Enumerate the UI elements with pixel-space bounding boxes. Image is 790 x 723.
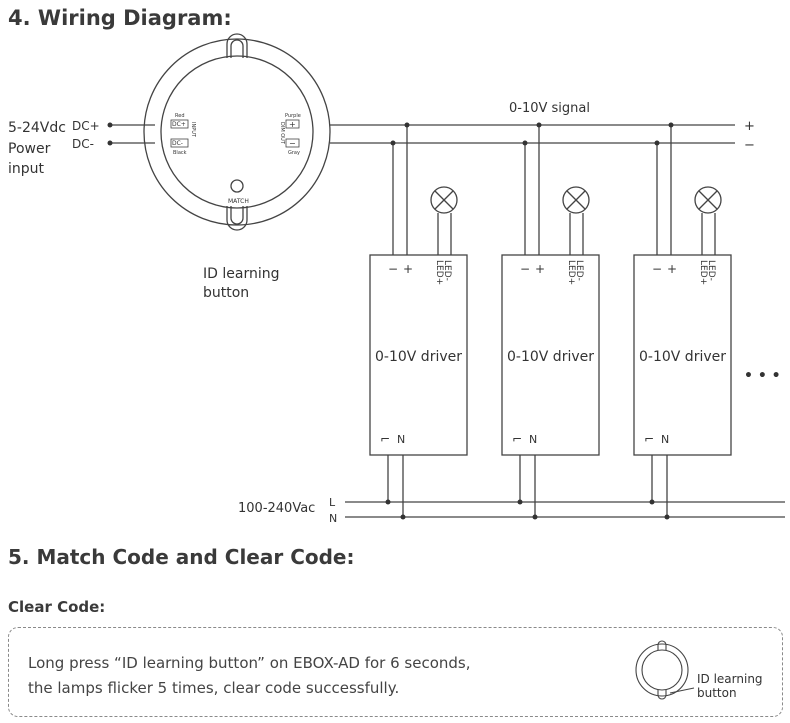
driver-1-label: 0-10V driver: [375, 349, 462, 365]
ctrl-dc-minus-label: DC-: [172, 140, 183, 147]
ctrl-minus-label: −: [289, 139, 296, 148]
controller-inner-ring: [160, 55, 314, 209]
driver-2-minus: −: [520, 262, 530, 276]
dc-minus-label: DC-: [72, 137, 94, 151]
driver-2-l-terminal: ⌐: [512, 432, 522, 446]
wire-red-label: Red: [175, 113, 185, 119]
driver-box-1: [369, 254, 468, 456]
driver-box-2: [501, 254, 600, 456]
driver-1-led-minus: LED-: [442, 260, 452, 281]
mains-n-label: N: [329, 512, 337, 525]
dim-out-label: DIM OUT: [279, 122, 285, 145]
driver-3-led-minus: LED-: [706, 260, 716, 281]
driver-3-n-terminal: N: [661, 433, 669, 446]
mains-voltage-label: 100-240Vac: [238, 501, 315, 516]
power-label-line1: Power: [8, 141, 51, 157]
driver-1-led-plus: LED+: [434, 260, 444, 285]
wire-purple-label: Purple: [285, 113, 301, 119]
driver-1-plus: +: [403, 262, 413, 276]
ctrl-dc-plus-label: DC+: [172, 121, 186, 128]
wiring-diagram-heading: 4. Wiring Diagram:: [8, 6, 232, 30]
power-label-line2: input: [8, 161, 45, 177]
driver-3-minus: −: [652, 262, 662, 276]
driver-3-led-plus: LED+: [698, 260, 708, 285]
driver-2-label: 0-10V driver: [507, 349, 594, 365]
controller-outer-ring: [143, 38, 331, 226]
input-label: INPUT: [190, 122, 196, 138]
wire-black-label: Black: [173, 150, 187, 156]
driver-1-minus: −: [388, 262, 398, 276]
more-drivers-ellipsis: • • •: [744, 368, 781, 384]
ctrl-plus-label: +: [289, 120, 296, 129]
id-button-label-line1: ID learning: [203, 266, 279, 282]
clear-code-instructions-box: [8, 627, 783, 717]
mains-l-label: L: [329, 496, 336, 509]
driver-box-3: [633, 254, 732, 456]
power-voltage-label: 5-24Vdc: [8, 120, 66, 136]
match-button[interactable]: [230, 179, 244, 193]
clear-code-line2: the lamps flicker 5 times, clear code su…: [28, 679, 400, 697]
signal-label: 0-10V signal: [509, 101, 590, 116]
driver-2-n-terminal: N: [529, 433, 537, 446]
driver-2-led-plus: LED+: [566, 260, 576, 285]
match-label: MATCH: [228, 198, 249, 205]
driver-3-plus: +: [667, 262, 677, 276]
driver-2-plus: +: [535, 262, 545, 276]
id-button-label-line2: button: [203, 285, 249, 301]
wire-gray-label: Gray: [288, 150, 300, 156]
driver-1-l-terminal: ⌐: [380, 432, 390, 446]
signal-minus-label: −: [744, 138, 755, 153]
driver-3-label: 0-10V driver: [639, 349, 726, 365]
driver-1-n-terminal: N: [397, 433, 405, 446]
match-clear-heading: 5. Match Code and Clear Code:: [8, 545, 355, 569]
driver-3-l-terminal: ⌐: [644, 432, 654, 446]
clear-code-line1: Long press “ID learning button” on EBOX-…: [28, 654, 471, 672]
clear-code-heading: Clear Code:: [8, 598, 106, 616]
signal-plus-label: +: [744, 119, 755, 134]
driver-2-led-minus: LED-: [574, 260, 584, 281]
dc-plus-label: DC+: [72, 119, 100, 133]
